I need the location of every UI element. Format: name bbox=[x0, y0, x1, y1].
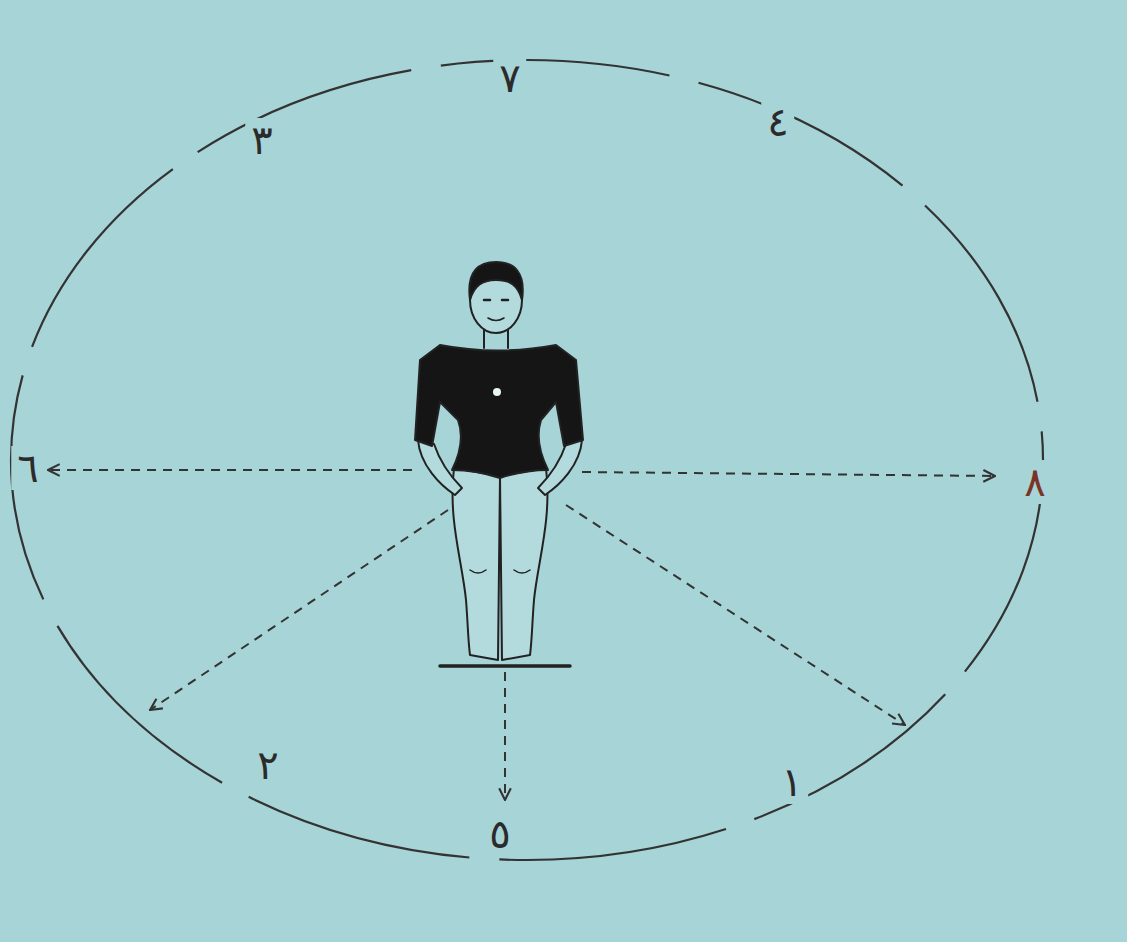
direction-number: ٧ bbox=[493, 56, 526, 100]
direction-number: ٨ bbox=[1018, 460, 1051, 504]
direction-number: ٥ bbox=[483, 812, 516, 856]
arrow-front-left bbox=[150, 510, 448, 710]
direction-number: ٢ bbox=[251, 743, 284, 787]
direction-oval bbox=[11, 60, 1043, 860]
arrow-left bbox=[48, 469, 412, 471]
dancer-figure bbox=[415, 262, 583, 666]
direction-number: ٤ bbox=[761, 100, 794, 144]
direction-number: ٣ bbox=[245, 118, 278, 162]
arrow-right bbox=[582, 472, 995, 476]
arrow-front bbox=[504, 672, 506, 800]
direction-number: ١ bbox=[775, 760, 808, 804]
direction-number: ٦ bbox=[11, 446, 44, 490]
arrow-front-right bbox=[566, 505, 905, 725]
